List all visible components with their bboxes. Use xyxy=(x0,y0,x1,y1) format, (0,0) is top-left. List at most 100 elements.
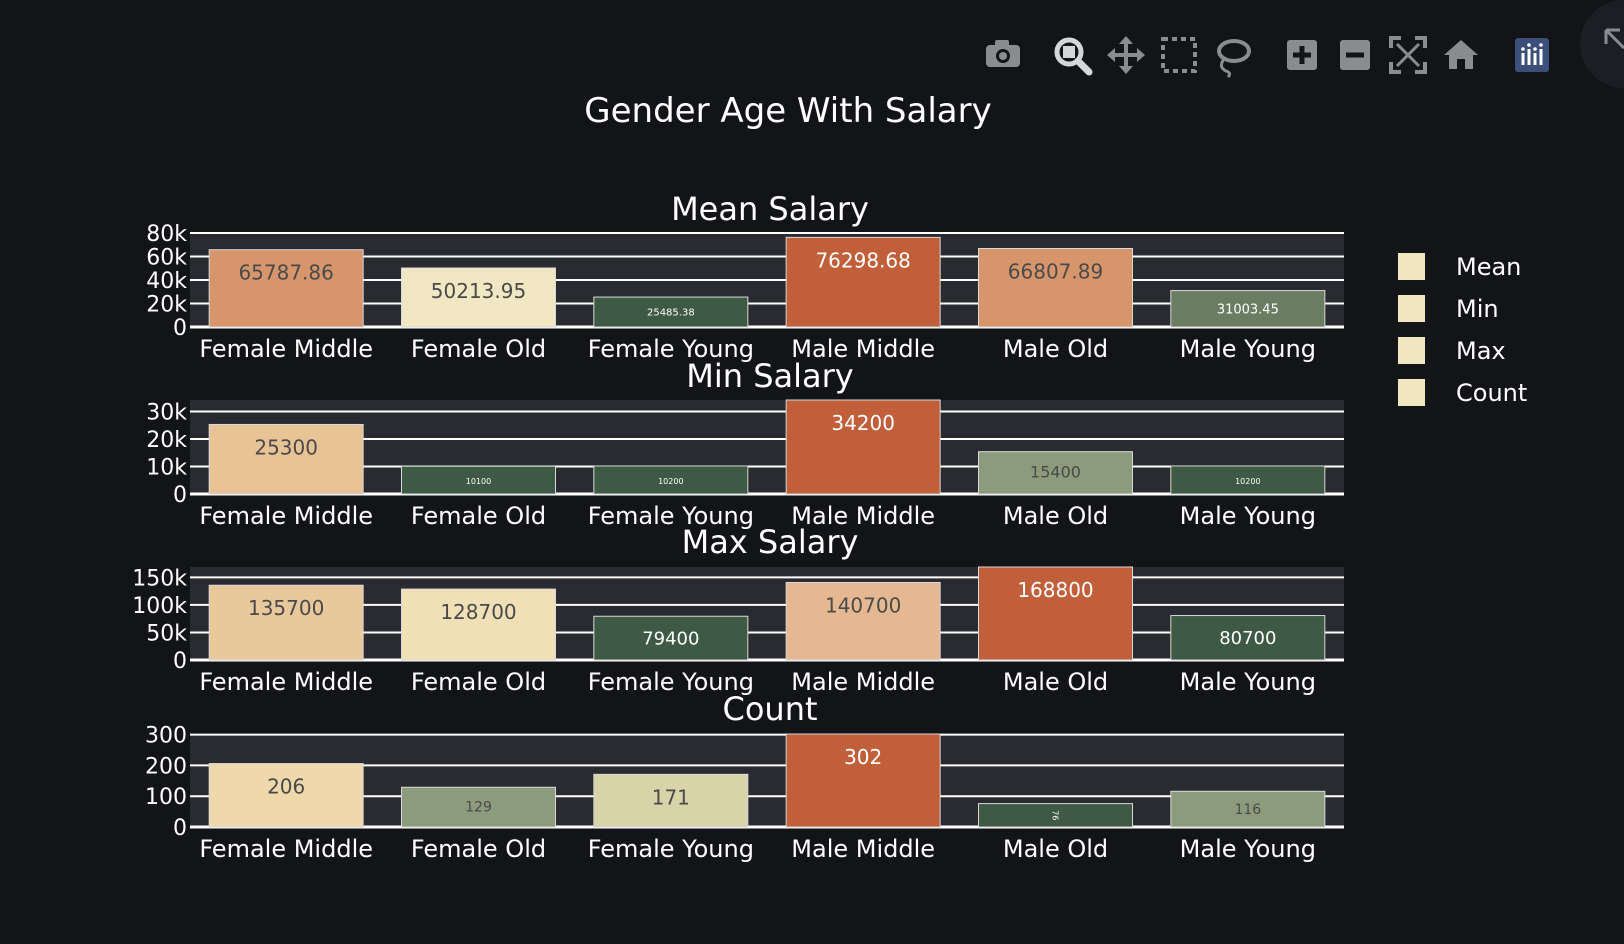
bar[interactable] xyxy=(208,584,364,661)
data-label: 31003.45 xyxy=(1217,303,1279,318)
x-tick-label: Male Young xyxy=(1180,668,1316,696)
autoscale-icon[interactable] xyxy=(1386,33,1430,77)
y-tick-label: 30k xyxy=(146,401,187,426)
x-tick-label: Female Old xyxy=(411,668,546,696)
data-label: 171 xyxy=(652,785,690,809)
bar[interactable] xyxy=(1170,615,1326,661)
subplot-title: Max Salary xyxy=(682,523,859,561)
bar[interactable] xyxy=(208,423,364,495)
data-label: 135700 xyxy=(248,596,324,620)
arrow-icon xyxy=(1604,28,1624,50)
bar[interactable] xyxy=(208,249,364,328)
y-tick-label: 100k xyxy=(132,594,187,619)
y-tick-label: 20k xyxy=(146,293,187,318)
chart-title: Gender Age With Salary xyxy=(584,91,991,131)
x-tick-label: Female Young xyxy=(588,668,754,696)
y-tick-label: 0 xyxy=(173,316,187,341)
bar[interactable] xyxy=(593,773,749,828)
x-tick-label: Male Old xyxy=(1003,335,1108,363)
data-label: 50213.95 xyxy=(431,279,526,303)
plot-area xyxy=(190,400,1344,494)
bar[interactable] xyxy=(785,399,941,495)
y-tick-label: 60k xyxy=(146,246,187,271)
reset-axes-icon[interactable] xyxy=(1439,33,1483,77)
x-tick-label: Female Old xyxy=(411,335,546,363)
bar[interactable] xyxy=(401,786,556,828)
legend-item-mean[interactable]: Mean xyxy=(1398,253,1521,281)
x-tick-label: Male Young xyxy=(1180,502,1316,530)
data-label: 34200 xyxy=(831,411,895,435)
data-label: 10200 xyxy=(658,477,683,486)
y-tick-label: 10k xyxy=(146,456,187,481)
data-label: 65787.86 xyxy=(238,261,333,285)
bar[interactable] xyxy=(1170,465,1326,495)
bar[interactable] xyxy=(978,566,1133,661)
x-tick-label: Female Young xyxy=(588,502,754,530)
data-label: 116 xyxy=(1234,802,1261,818)
bar[interactable] xyxy=(401,588,556,661)
bar[interactable] xyxy=(785,236,941,328)
plot-area xyxy=(190,734,1344,827)
data-label: 168800 xyxy=(1017,578,1093,602)
y-tick-label: 100 xyxy=(145,785,187,810)
bar[interactable] xyxy=(401,267,556,328)
collapse-button[interactable] xyxy=(1580,0,1624,88)
x-tick-label: Female Middle xyxy=(199,668,373,696)
bar[interactable] xyxy=(1170,790,1326,828)
bar[interactable] xyxy=(208,763,364,828)
data-label: 80700 xyxy=(1219,628,1276,649)
bar[interactable] xyxy=(978,451,1133,495)
data-label: 10100 xyxy=(466,477,491,486)
data-label: 79400 xyxy=(642,629,699,650)
bar[interactable] xyxy=(785,581,941,661)
legend-item-max[interactable]: Max xyxy=(1398,337,1506,365)
plotly-logo-icon[interactable] xyxy=(1510,33,1554,77)
y-tick-label: 0 xyxy=(173,816,187,841)
legend-item-count[interactable]: Count xyxy=(1398,379,1527,407)
x-tick-label: Male Old xyxy=(1003,502,1108,530)
data-label: 10200 xyxy=(1235,477,1260,486)
x-tick-label: Male Young xyxy=(1180,835,1316,863)
box-select-icon[interactable] xyxy=(1157,33,1201,77)
x-tick-label: Male Middle xyxy=(791,835,935,863)
zoom-icon[interactable] xyxy=(1050,33,1094,77)
modebar xyxy=(981,0,1624,88)
bar[interactable] xyxy=(1170,290,1326,328)
x-tick-label: Male Middle xyxy=(791,668,935,696)
y-tick-label: 150k xyxy=(132,566,187,591)
x-tick-label: Male Middle xyxy=(791,335,935,363)
y-tick-label: 300 xyxy=(145,724,187,749)
x-tick-label: Female Middle xyxy=(199,335,373,363)
bar[interactable] xyxy=(785,733,941,828)
bar[interactable] xyxy=(401,465,556,495)
y-tick-label: 0 xyxy=(173,649,187,674)
data-label: 66807.89 xyxy=(1008,260,1103,284)
x-tick-label: Female Middle xyxy=(199,502,373,530)
zoom-out-icon[interactable] xyxy=(1333,33,1377,77)
data-label: 129 xyxy=(465,799,492,815)
plot-area xyxy=(190,567,1344,660)
bar[interactable] xyxy=(978,248,1133,328)
bar[interactable] xyxy=(593,615,749,661)
data-label: 25300 xyxy=(254,435,318,459)
lasso-select-icon[interactable] xyxy=(1210,33,1254,79)
y-tick-label: 20k xyxy=(146,428,187,453)
y-tick-label: 50k xyxy=(146,621,187,646)
x-tick-label: Male Young xyxy=(1180,335,1316,363)
pan-icon[interactable] xyxy=(1104,33,1148,77)
data-label: 15400 xyxy=(1030,463,1081,482)
camera-icon[interactable] xyxy=(981,33,1025,77)
zoom-in-icon[interactable] xyxy=(1280,33,1324,77)
legend-swatch xyxy=(1398,295,1425,322)
bar[interactable] xyxy=(593,465,749,495)
legend-item-min[interactable]: Min xyxy=(1398,295,1499,323)
bar[interactable] xyxy=(593,296,749,328)
subplot-title: Count xyxy=(722,690,817,728)
y-tick-label: 0 xyxy=(173,483,187,508)
bar[interactable] xyxy=(978,803,1133,828)
data-label: 206 xyxy=(267,775,305,799)
